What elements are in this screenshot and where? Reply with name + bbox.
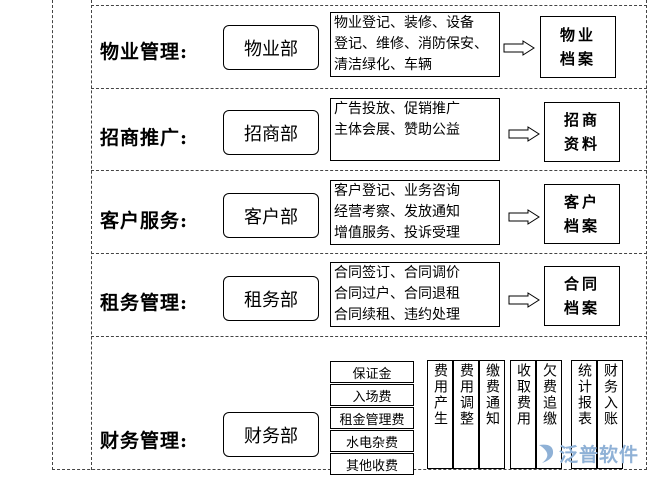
archive-box-customer: 客户 档案	[544, 184, 620, 244]
row-divider-2	[91, 170, 647, 171]
row-divider-1	[91, 88, 647, 89]
fee-item: 入场费	[330, 384, 414, 406]
arrow-right-icon	[503, 40, 535, 56]
arrow-right-icon	[508, 126, 540, 142]
dept-box-marketing: 招商部	[223, 110, 319, 155]
desc-box-customer: 客户登记、业务咨询 经营考察、发放通知 增值服务、投诉受理	[330, 180, 500, 245]
archive-line: 资料	[563, 135, 600, 153]
desc-line: 客户登记、业务咨询	[334, 183, 460, 199]
fee-item: 保证金	[330, 361, 414, 383]
process-group-collect: 收取费用 欠费追缴	[510, 360, 562, 469]
desc-box-property: 物业登记、装修、设备 登记、维修、消防保安、 清洁绿化、车辆	[330, 12, 500, 77]
archive-line: 档案	[563, 299, 600, 317]
dept-box-property: 物业部	[223, 25, 319, 70]
fee-item: 租金管理费	[330, 407, 414, 429]
row-label-lease: 租务管理:	[100, 292, 189, 314]
process-cell: 欠费追缴	[536, 360, 562, 469]
archive-line: 档案	[563, 217, 600, 235]
fee-item: 水电杂费	[330, 430, 414, 452]
process-cell: 财务入账	[597, 360, 623, 469]
dept-box-finance: 财务部	[223, 412, 319, 457]
arrow-right-icon	[508, 209, 540, 225]
archive-box-property: 物业 档案	[540, 16, 616, 78]
desc-line: 广告投放、促销推广	[334, 101, 460, 117]
row-divider-4	[91, 336, 647, 337]
desc-line: 合同续租、违约处理	[334, 307, 460, 323]
dept-box-lease: 租务部	[223, 276, 319, 321]
fee-list: 保证金 入场费 租金管理费 水电杂费 其他收费	[330, 361, 414, 475]
desc-line: 物业登记、装修、设备	[334, 15, 474, 31]
brand-logo: 泛普软件	[536, 440, 639, 467]
desc-box-lease: 合同签订、合同调价 合同过户、合同退租 合同续租、违约处理	[330, 262, 500, 327]
archive-line: 档案	[559, 50, 596, 68]
desc-line: 清洁绿化、车辆	[334, 57, 432, 73]
desc-line: 经营考察、发放通知	[334, 204, 460, 220]
process-group-fee: 费用产生 费用调整 缴费通知	[427, 360, 505, 469]
desc-line: 登记、维修、消防保安、	[334, 36, 488, 52]
desc-line: 合同签订、合同调价	[334, 265, 460, 281]
desc-line: 增值服务、投诉受理	[334, 225, 460, 241]
process-cell: 收取费用	[510, 360, 536, 469]
process-cell: 缴费通知	[479, 360, 505, 469]
arrow-right-icon	[508, 292, 540, 308]
brand-logo-text: 泛普软件	[559, 444, 640, 466]
frame-left-line	[52, 0, 53, 470]
fee-item: 其他收费	[330, 453, 414, 475]
row-label-marketing: 招商推广:	[100, 127, 189, 149]
archive-line: 客户	[563, 193, 600, 211]
process-cell: 费用产生	[427, 360, 453, 469]
process-cell: 统计报表	[571, 360, 597, 469]
process-group-report: 统计报表 财务入账	[571, 360, 623, 469]
row-divider-3	[91, 253, 647, 254]
desc-box-marketing: 广告投放、促销推广 主体会展、赞助公益	[330, 98, 500, 161]
dept-box-customer: 客户部	[223, 193, 319, 238]
archive-line: 物业	[559, 26, 596, 44]
archive-box-marketing: 招商 资料	[544, 102, 620, 162]
frame-inner-line	[91, 0, 92, 470]
desc-line: 主体会展、赞助公益	[334, 122, 460, 138]
row-label-property: 物业管理:	[100, 41, 189, 63]
frame-right-line	[646, 0, 647, 470]
archive-line: 合同	[563, 275, 600, 293]
row-label-finance: 财务管理:	[100, 430, 189, 452]
archive-line: 招商	[563, 111, 600, 129]
frame-top-line	[91, 5, 647, 6]
brand-mark-icon	[539, 444, 554, 463]
process-cell: 费用调整	[453, 360, 479, 469]
desc-line: 合同过户、合同退租	[334, 286, 460, 302]
row-label-customer: 客户服务:	[100, 210, 189, 232]
archive-box-lease: 合同 档案	[544, 266, 620, 326]
